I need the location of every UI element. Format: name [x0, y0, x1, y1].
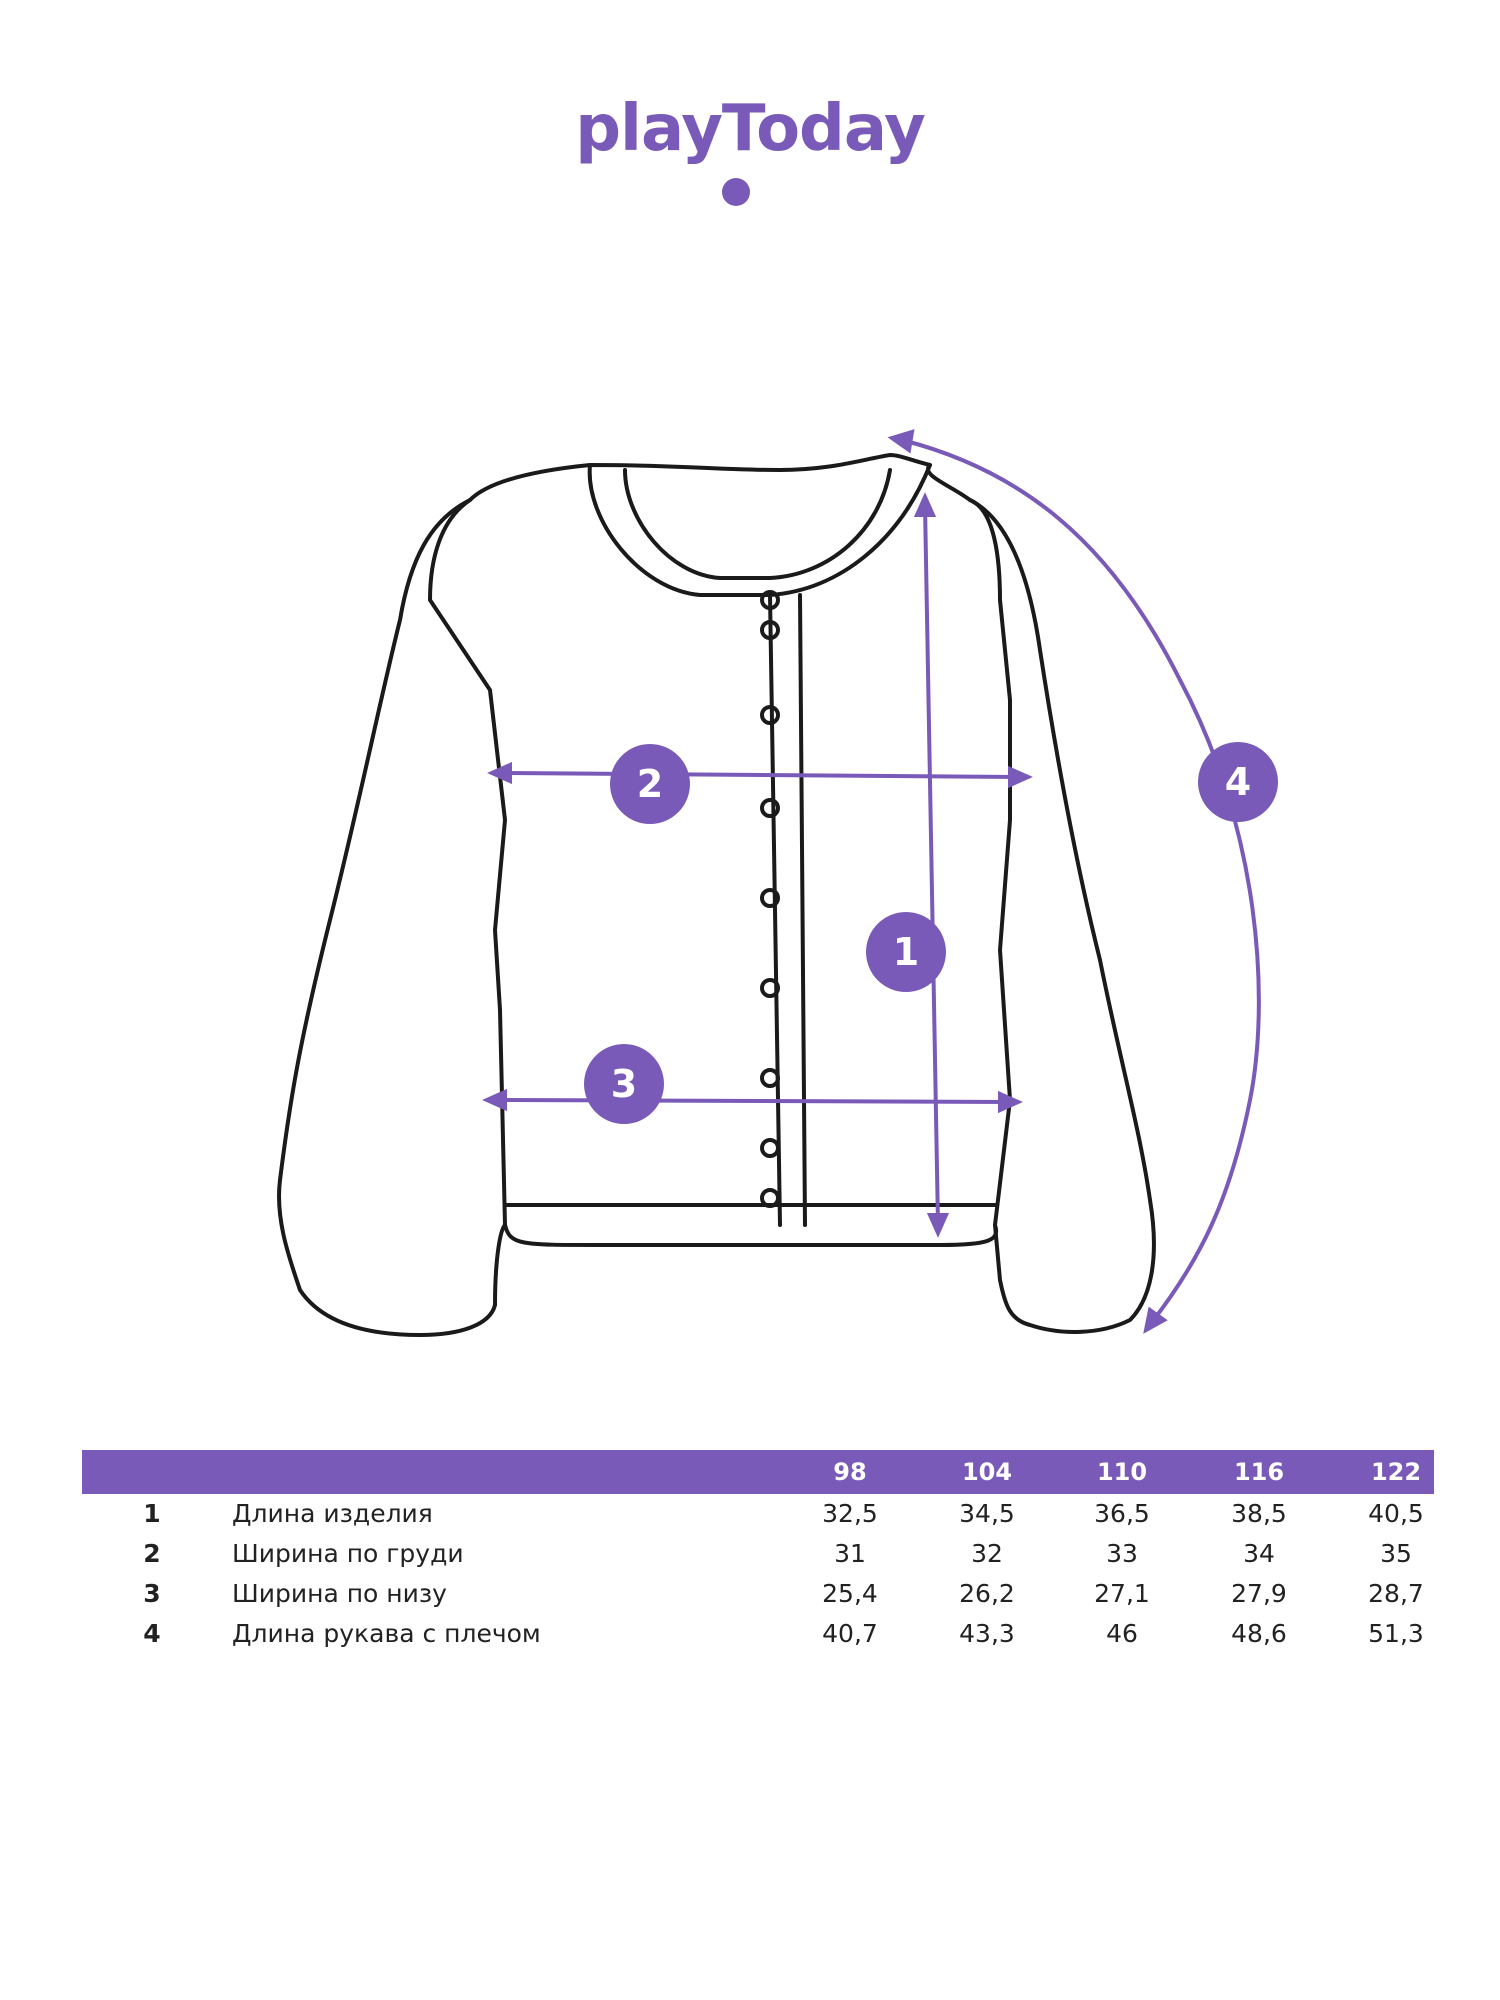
- row-number: 3: [143, 1579, 161, 1608]
- size-header-cell: 116: [1233, 1458, 1285, 1486]
- value-cell: 31: [834, 1539, 866, 1568]
- size-header-cell: 122: [1370, 1458, 1422, 1486]
- size-header-row: 98 104 110 116 122: [82, 1450, 1434, 1494]
- neckline-outer: [587, 463, 932, 597]
- brand-logo-text: playToday: [575, 92, 926, 166]
- arrow-head: [926, 1213, 950, 1238]
- brand-logo: playToday: [0, 92, 1500, 206]
- arrow-head: [998, 1090, 1023, 1114]
- value-cell: 40,5: [1368, 1499, 1424, 1528]
- right-sleeve-outline: [968, 498, 1156, 1334]
- measure-line-sleeve: [901, 438, 1261, 1324]
- button: [760, 1188, 780, 1208]
- button: [760, 705, 780, 725]
- value-cell: 33: [1106, 1539, 1138, 1568]
- arrow-head: [482, 1088, 507, 1112]
- table-row: 1 Длина изделия 32,5 34,5 36,5 38,5 40,5: [82, 1494, 1434, 1534]
- size-table: 98 104 110 116 122 1 Длина изделия 32,5 …: [82, 1450, 1434, 1654]
- table-row: 4 Длина рукава с плечом 40,7 43,3 46 48,…: [82, 1614, 1434, 1654]
- table-row: 2 Ширина по груди 31 32 33 34 35: [82, 1534, 1434, 1574]
- row-label: Длина изделия: [232, 1499, 433, 1528]
- value-cell: 26,2: [959, 1579, 1015, 1608]
- value-cell: 25,4: [822, 1579, 878, 1608]
- row-number: 4: [143, 1619, 161, 1648]
- row-number: 2: [143, 1539, 161, 1568]
- measure-line-length: [923, 504, 940, 1226]
- marker-sleeve: 4: [1198, 742, 1278, 822]
- arrow-head: [1143, 1306, 1168, 1334]
- button: [760, 888, 780, 908]
- size-header-cell: 110: [1096, 1458, 1148, 1486]
- marker-chest: 2: [610, 744, 690, 824]
- value-cell: 36,5: [1094, 1499, 1150, 1528]
- button-placket: [768, 593, 807, 1227]
- marker-bottom: 3: [584, 1044, 664, 1124]
- value-cell: 51,3: [1368, 1619, 1424, 1648]
- arrow-head: [1008, 765, 1033, 789]
- row-label: Длина рукава с плечом: [232, 1619, 541, 1648]
- button: [760, 978, 780, 998]
- size-header-cell: 104: [961, 1458, 1013, 1486]
- value-cell: 27,9: [1231, 1579, 1287, 1608]
- brand-logo-dot: [722, 178, 750, 206]
- value-cell: 43,3: [959, 1619, 1015, 1648]
- cardigan-outline: [428, 453, 1012, 1247]
- value-cell: 35: [1380, 1539, 1412, 1568]
- value-cell: 46: [1106, 1619, 1138, 1648]
- neckline-inner: [623, 468, 892, 580]
- value-cell: 27,1: [1094, 1579, 1150, 1608]
- table-row: 3 Ширина по низу 25,4 26,2 27,1 27,9 28,…: [82, 1574, 1434, 1614]
- value-cell: 38,5: [1231, 1499, 1287, 1528]
- measure-line-bottom: [494, 1098, 1011, 1104]
- value-cell: 32,5: [822, 1499, 878, 1528]
- arrow-head: [887, 429, 915, 454]
- arrow-head: [913, 492, 937, 517]
- button: [760, 620, 780, 640]
- row-label: Ширина по низу: [232, 1579, 447, 1608]
- value-cell: 32: [971, 1539, 1003, 1568]
- measure-line-chest: [499, 771, 1021, 779]
- row-number: 1: [143, 1499, 161, 1528]
- row-label: Ширина по груди: [232, 1539, 464, 1568]
- button: [760, 590, 780, 610]
- value-cell: 28,7: [1368, 1579, 1424, 1608]
- button: [760, 1138, 780, 1158]
- button: [760, 798, 780, 818]
- cardigan-drawing: [277, 429, 1261, 1337]
- value-cell: 34: [1243, 1539, 1275, 1568]
- arrow-head: [487, 761, 512, 785]
- value-cell: 34,5: [959, 1499, 1015, 1528]
- size-header-cell: 98: [833, 1458, 867, 1486]
- left-sleeve-outline: [277, 498, 507, 1337]
- value-cell: 48,6: [1231, 1619, 1287, 1648]
- button: [760, 1068, 780, 1088]
- marker-length: 1: [866, 912, 946, 992]
- value-cell: 40,7: [822, 1619, 878, 1648]
